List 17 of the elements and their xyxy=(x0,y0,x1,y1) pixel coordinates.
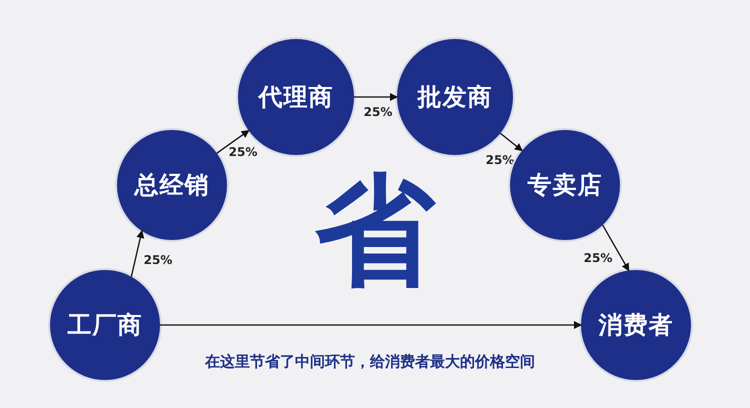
arrow xyxy=(602,224,630,272)
edge-label: 25% xyxy=(362,105,394,119)
arrow xyxy=(130,230,144,277)
headline-character: 省 xyxy=(315,172,435,292)
arrow xyxy=(500,132,523,152)
edge-label: 25% xyxy=(582,251,614,265)
edge-label: 25% xyxy=(142,253,174,267)
arrow xyxy=(354,93,398,101)
node-label: 专卖店 xyxy=(528,170,602,201)
arrow xyxy=(160,321,582,329)
caption-text: 在这里节省了中间环节，给消费者最大的价格空间 xyxy=(205,352,535,372)
arrow xyxy=(216,130,250,154)
node-label: 工厂商 xyxy=(68,310,142,341)
node-label: 代理商 xyxy=(258,82,334,113)
node-label: 消费者 xyxy=(598,310,674,341)
node-label: 总经销 xyxy=(134,170,210,201)
node-label: 批发商 xyxy=(418,82,492,113)
